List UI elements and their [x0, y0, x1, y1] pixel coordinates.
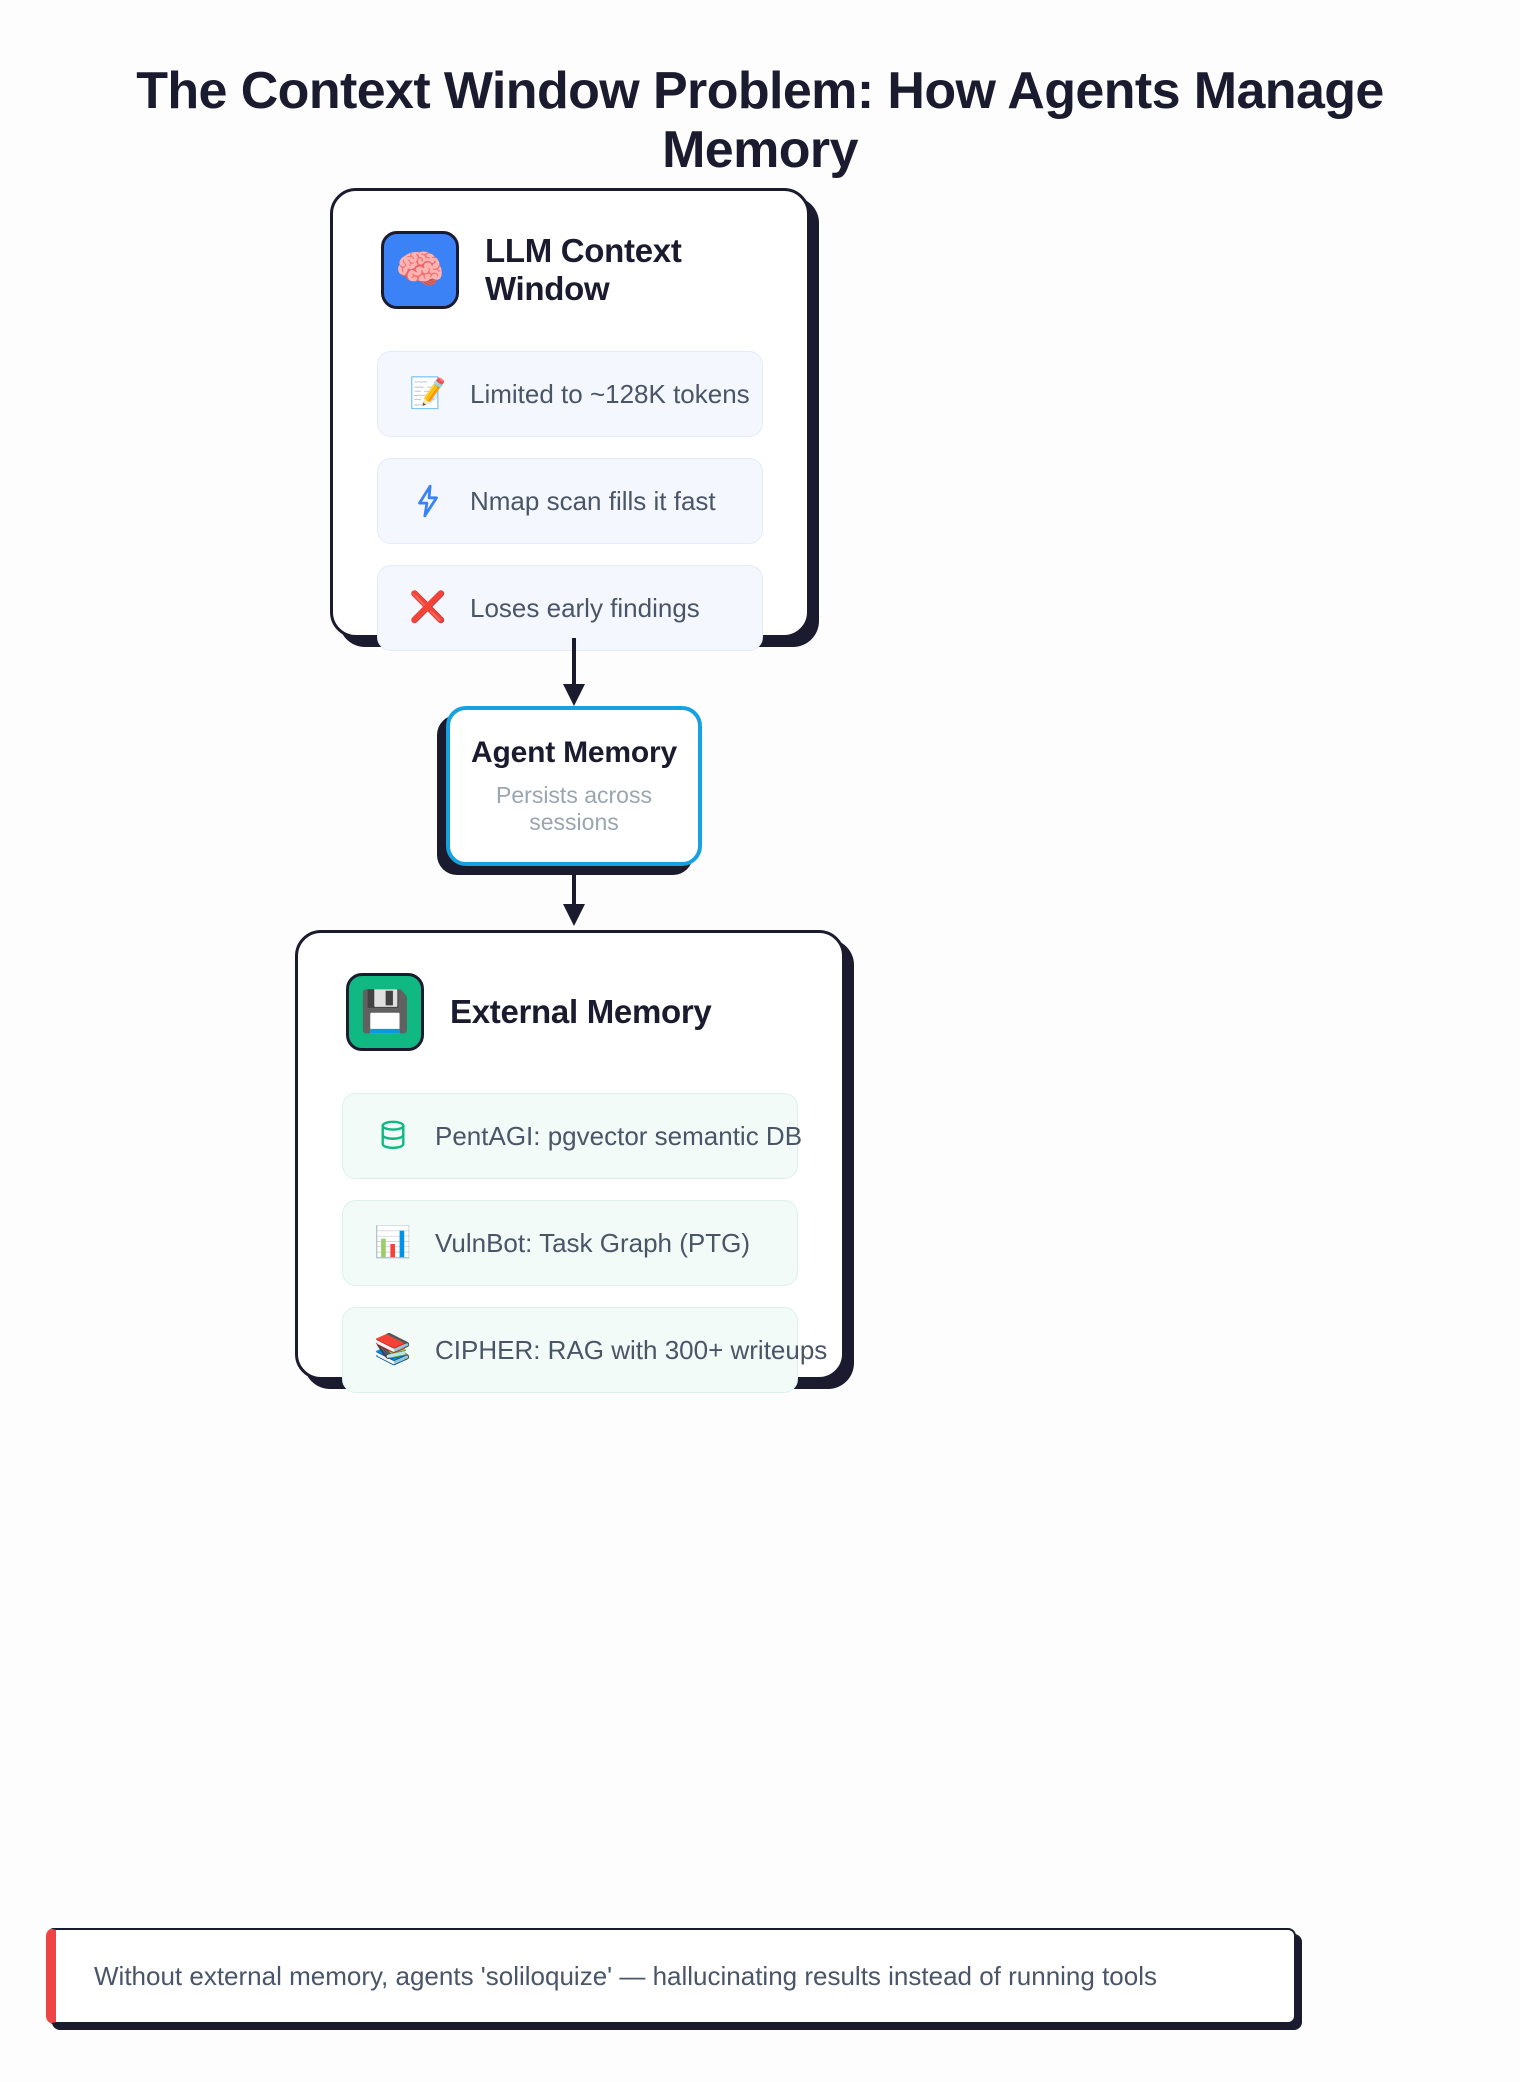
- brain-icon: 🧠: [381, 231, 459, 309]
- list-item-label: Limited to ~128K tokens: [470, 378, 750, 409]
- page-title: The Context Window Problem: How Agents M…: [136, 62, 1384, 180]
- callout-note-text: Without external memory, agents 'soliloq…: [94, 1960, 1157, 1991]
- floppy-disk-emoji: 💾: [360, 990, 410, 1034]
- context-feature-list: 📝 Limited to ~128K tokens Nmap scan fill…: [377, 351, 763, 651]
- list-item[interactable]: 📚 CIPHER: RAG with 300+ writeups: [342, 1307, 827, 1393]
- brain-emoji: 🧠: [395, 248, 445, 292]
- books-icon: 📚: [374, 1333, 412, 1366]
- list-item-label: Loses early findings: [470, 592, 700, 623]
- floppy-disk-icon: 💾: [346, 973, 424, 1051]
- list-item-label: PentAGI: pgvector semantic DB: [435, 1120, 803, 1151]
- list-item[interactable]: Nmap scan fills it fast: [377, 458, 763, 544]
- list-item-label: CIPHER: RAG with 300+ writeups: [435, 1334, 828, 1365]
- node-agent-memory[interactable]: Agent Memory Persists across sessions: [446, 706, 702, 866]
- node-subtitle: Persists across sessions: [496, 781, 652, 835]
- arrow-memory-to-external: [563, 866, 585, 926]
- bar-chart-icon: 📊: [374, 1226, 412, 1259]
- callout-note: Without external memory, agents 'soliloq…: [46, 1928, 1296, 2024]
- list-item[interactable]: PentAGI: pgvector semantic DB: [342, 1093, 802, 1179]
- lightning-icon: [408, 484, 448, 518]
- list-item-label: VulnBot: Task Graph (PTG): [435, 1227, 751, 1258]
- card-title: LLM Context Window: [485, 232, 682, 307]
- list-item[interactable]: ❌ Loses early findings: [377, 565, 763, 651]
- card-llm-context-window: 🧠 LLM Context Window 📝 Limited to ~128K …: [330, 188, 810, 651]
- arrow-context-to-memory: [563, 638, 585, 706]
- external-feature-list: PentAGI: pgvector semantic DB 📊 VulnBot:…: [342, 1093, 827, 1393]
- card-header: 💾 External Memory: [298, 933, 842, 1051]
- card-title: External Memory: [450, 993, 712, 1030]
- node-title: Agent Memory: [471, 735, 677, 769]
- card-header: 🧠 LLM Context Window: [333, 191, 807, 309]
- list-item-label: Nmap scan fills it fast: [470, 485, 716, 516]
- cross-mark-icon: ❌: [409, 591, 447, 624]
- list-item[interactable]: 📊 VulnBot: Task Graph (PTG): [342, 1200, 798, 1286]
- list-item[interactable]: 📝 Limited to ~128K tokens: [377, 351, 763, 437]
- database-icon: [373, 1120, 413, 1152]
- memo-icon: 📝: [409, 377, 447, 410]
- card-external-memory: 💾 External Memory PentAGI: pgvector sema…: [295, 930, 845, 1393]
